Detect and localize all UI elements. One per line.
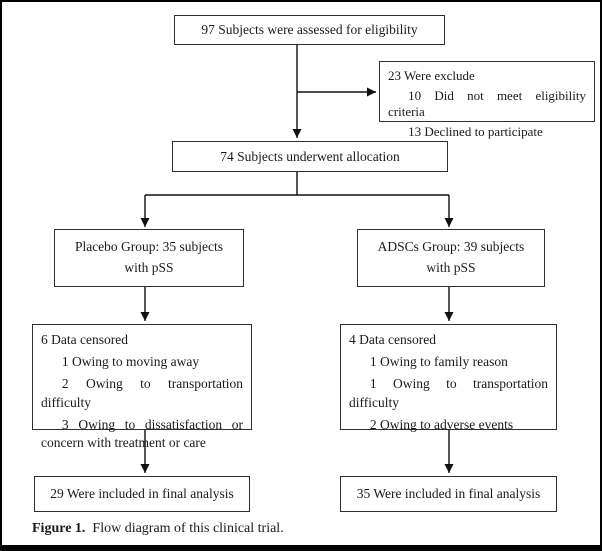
placebo-group-line2: with pSS [124, 260, 174, 275]
placebo-final-box: 29 Were included in final analysis [34, 476, 250, 512]
adsc-group-box: ADSCs Group: 39 subjects with pSS [357, 229, 545, 287]
placebo-censored-item: 2 Owing to transportation difficulty [41, 375, 243, 410]
placebo-group-line1: Placebo Group: 35 subjects [74, 239, 224, 255]
excluded-box: 23 Were exclude 10 Did not meet eligibil… [379, 61, 595, 139]
allocation-text: 74 Subjects underwent allocation [220, 148, 400, 164]
adsc-final-box: 35 Were included in final analysis [340, 476, 557, 512]
figure-caption: Figure 1. Flow diagram of this clinical t… [32, 521, 592, 537]
excluded-item: 10 Did not meet eligibility criteria [388, 87, 586, 120]
placebo-censored-box: 6 Data censored 1 Owing to moving away 2… [32, 324, 252, 450]
excluded-item: 13 Declined to participate [408, 123, 543, 139]
page-bottom-rule [2, 545, 600, 549]
placebo-censored-item: 1 Owing to moving away [61, 353, 200, 369]
placebo-censored-item: 3 Owing to dissatisfaction or concern wi… [41, 416, 243, 451]
adsc-censored-item: 2 Owing to adverse events [369, 416, 514, 432]
figure-caption-label: Figure 1. [32, 521, 86, 536]
allocation-box: 74 Subjects underwent allocation [172, 141, 448, 172]
adsc-final-text: 35 Were included in final analysis [356, 486, 541, 502]
adsc-censored-box: 4 Data censored 1 Owing to family reason… [340, 324, 557, 432]
placebo-final-text: 29 Were included in final analysis [50, 486, 234, 502]
placebo-group-box: Placebo Group: 35 subjects with pSS [54, 229, 244, 287]
assessed-eligibility-box: 97 Subjects were assessed for eligibilit… [174, 15, 445, 45]
adsc-censored-title: 4 Data censored [349, 332, 436, 347]
adsc-censored-item: 1 Owing to family reason [369, 353, 508, 369]
assessed-eligibility-text: 97 Subjects were assessed for eligibilit… [201, 22, 418, 38]
adsc-group-line1: ADSCs Group: 39 subjects [377, 239, 525, 255]
adsc-group-line2: with pSS [426, 260, 476, 275]
figure-caption-text: Flow diagram of this clinical trial. [92, 521, 284, 536]
excluded-title: 23 Were exclude [388, 68, 475, 83]
placebo-censored-title: 6 Data censored [41, 332, 128, 347]
adsc-censored-item: 1 Owing to transportation difficulty [349, 375, 548, 410]
